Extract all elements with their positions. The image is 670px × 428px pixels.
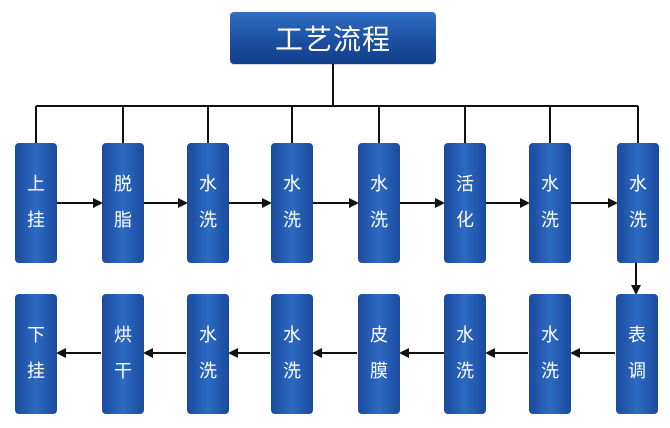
step-char: 洗 <box>199 210 217 231</box>
step-xiagua: 下 挂 <box>15 294 57 414</box>
step-huohua: 活 化 <box>444 143 486 263</box>
step-char: 上 <box>27 174 45 195</box>
step-char: 脱 <box>114 174 132 195</box>
step-biaotiao: 表 调 <box>616 294 658 414</box>
step-char: 洗 <box>283 361 301 382</box>
step-char: 挂 <box>27 210 45 231</box>
step-char: 水 <box>370 174 388 195</box>
step-char: 洗 <box>541 210 559 231</box>
step-char: 化 <box>456 210 474 231</box>
step-char: 干 <box>114 361 132 382</box>
step-char: 表 <box>628 325 646 346</box>
step-char: 水 <box>456 325 474 346</box>
step-char: 水 <box>199 325 217 346</box>
step-char: 皮 <box>370 325 388 346</box>
step-shuixi-5: 水 洗 <box>617 143 659 263</box>
step-char: 脂 <box>114 210 132 231</box>
step-tuozhi: 脱 脂 <box>102 143 144 263</box>
step-char: 水 <box>283 174 301 195</box>
step-char: 膜 <box>370 361 388 382</box>
step-shuixi-3: 水 洗 <box>358 143 400 263</box>
step-shangua: 上 挂 <box>15 143 57 263</box>
step-char: 洗 <box>456 361 474 382</box>
step-char: 调 <box>628 361 646 382</box>
step-char: 水 <box>629 174 647 195</box>
step-shuixi-6: 水 洗 <box>529 294 571 414</box>
step-shuixi-8: 水 洗 <box>271 294 313 414</box>
step-char: 下 <box>27 325 45 346</box>
step-char: 洗 <box>283 210 301 231</box>
step-char: 水 <box>541 325 559 346</box>
step-shuixi-7: 水 洗 <box>444 294 486 414</box>
step-char: 洗 <box>541 361 559 382</box>
step-shuixi-4: 水 洗 <box>529 143 571 263</box>
step-char: 水 <box>541 174 559 195</box>
step-char: 烘 <box>114 325 132 346</box>
step-char: 挂 <box>27 361 45 382</box>
step-char: 活 <box>456 174 474 195</box>
step-char: 洗 <box>370 210 388 231</box>
step-shuixi-2: 水 洗 <box>271 143 313 263</box>
step-shuixi-9: 水 洗 <box>187 294 229 414</box>
step-char: 水 <box>283 325 301 346</box>
diagram-title: 工艺流程 <box>274 23 391 56</box>
step-char: 洗 <box>629 210 647 231</box>
step-honggan: 烘 干 <box>102 294 144 414</box>
title-box: 工艺流程 <box>230 12 436 64</box>
step-pimo: 皮 膜 <box>358 294 400 414</box>
step-char: 水 <box>199 174 217 195</box>
step-shuixi-1: 水 洗 <box>187 143 229 263</box>
step-char: 洗 <box>199 361 217 382</box>
